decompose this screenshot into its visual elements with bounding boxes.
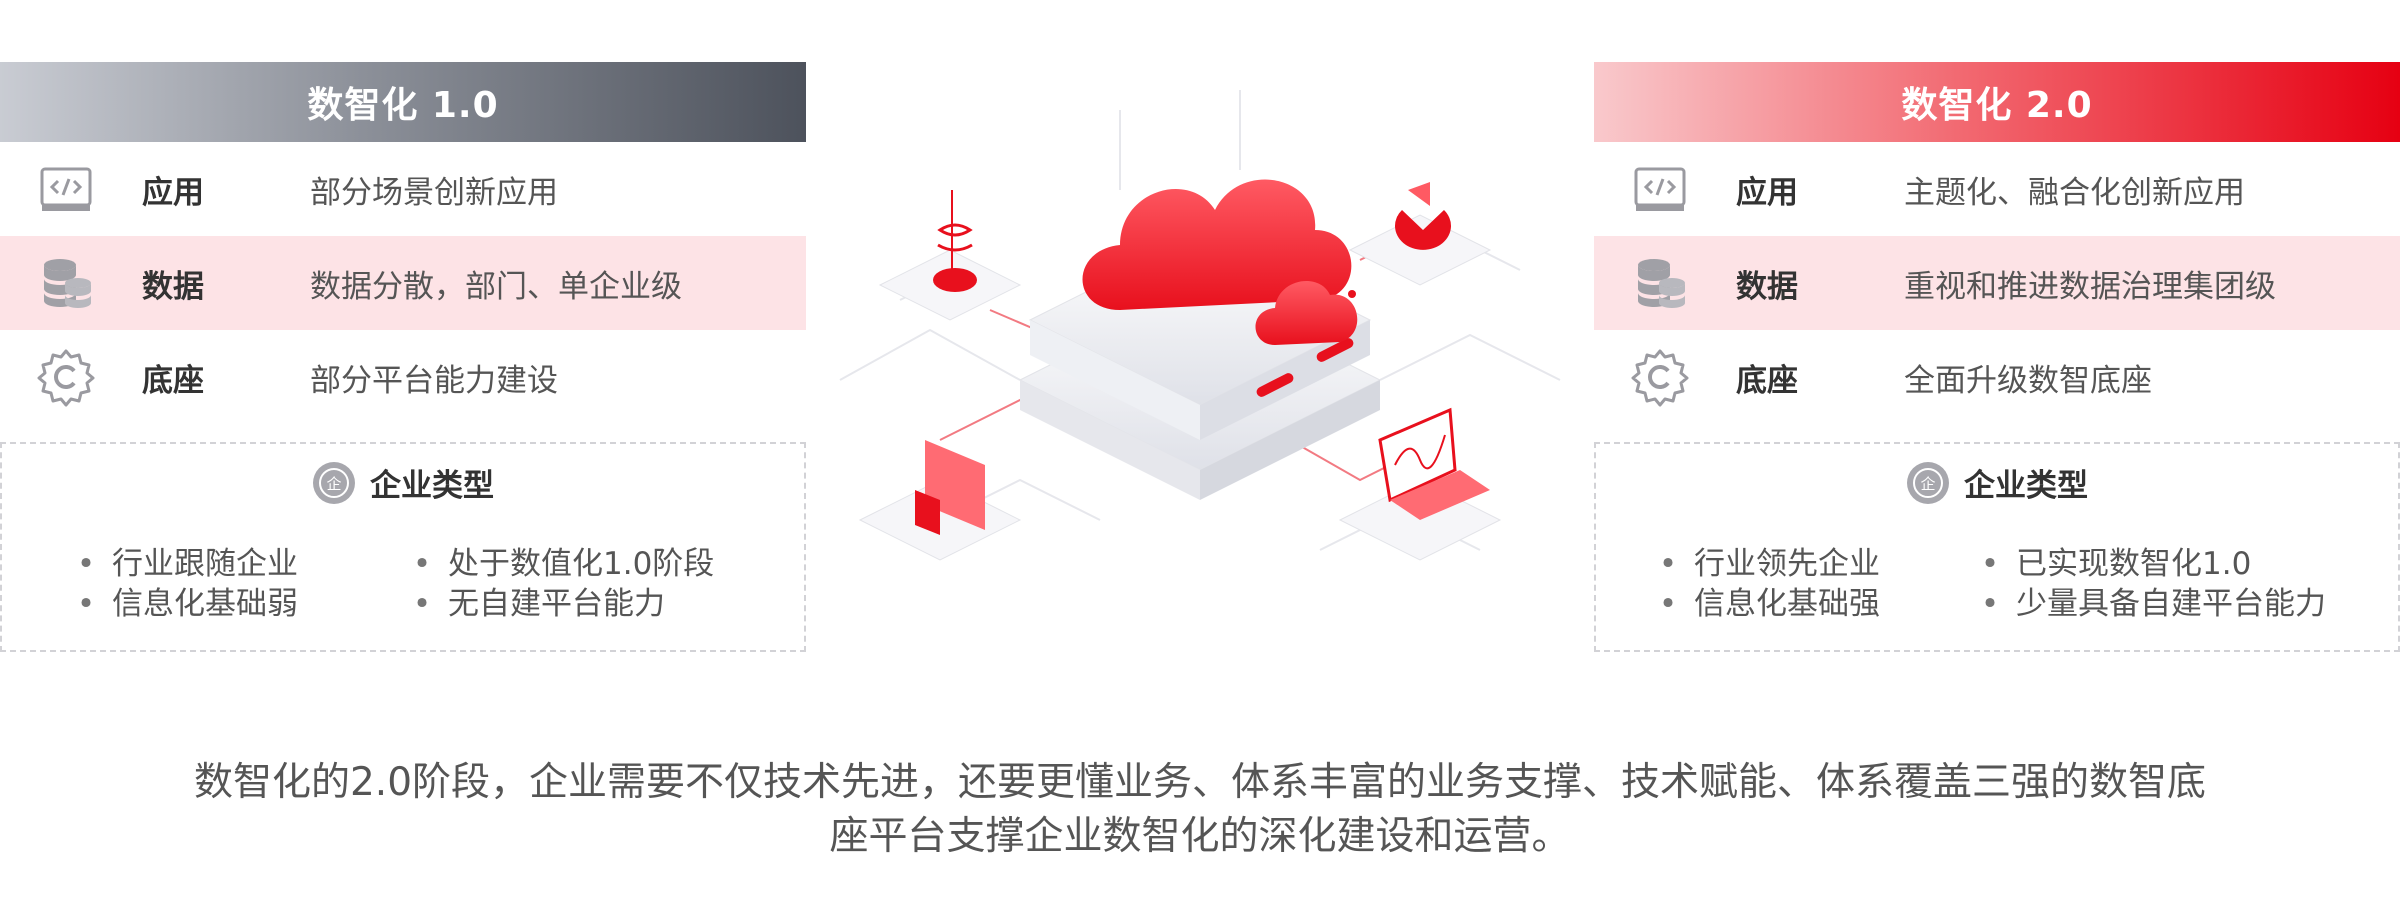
enterprise-type-label: 企业类型: [1964, 468, 2088, 504]
row-text: 主题化、融合化创新应用: [1904, 174, 2245, 211]
enterprise-type-box: 企 企业类型 行业领先企业 信息化基础强 已实现数智化1.0 少量具备自建平台能…: [1594, 442, 2400, 652]
row-foundation: 底座 部分平台能力建设: [0, 330, 806, 424]
bullet-item: 行业领先企业: [1646, 544, 1880, 584]
svg-text:企: 企: [326, 475, 341, 493]
gear-icon: [37, 349, 95, 407]
database-icon: [1638, 259, 1685, 308]
panel-title: 数智化 1.0: [0, 62, 806, 142]
bullet-item: 信息化基础强: [1646, 584, 1880, 624]
panel-title: 数智化 2.0: [1594, 62, 2400, 142]
cloud-platform-illustration: [839, 90, 1561, 561]
enterprise-type-title: 企 企业类型: [2, 460, 804, 505]
code-window-icon: [40, 167, 92, 211]
row-application: 应用 主题化、融合化创新应用: [1594, 142, 2400, 236]
row-text: 重视和推进数据治理集团级: [1904, 268, 2276, 305]
summary-text: 数智化的2.0阶段，企业需要不仅技术先进，还要更懂业务、体系丰富的业务支撑、技术…: [100, 756, 2300, 864]
database-icon: [44, 259, 91, 308]
row-text: 数据分散，部门、单企业级: [310, 268, 682, 305]
bullet-item: 无自建平台能力: [400, 584, 714, 624]
bullet-item: 少量具备自建平台能力: [1968, 584, 2326, 624]
row-label: 应用: [1736, 174, 1798, 211]
bullet-item: 信息化基础弱: [64, 584, 298, 624]
row-text: 全面升级数智底座: [1904, 362, 2152, 399]
enterprise-badge-icon: 企: [313, 461, 355, 504]
code-window-icon: [1634, 167, 1686, 211]
bullet-list: 行业跟随企业 信息化基础弱: [64, 544, 298, 624]
bullet-list: 已实现数智化1.0 少量具备自建平台能力: [1968, 544, 2326, 624]
bullet-list: 处于数值化1.0阶段 无自建平台能力: [400, 544, 714, 624]
row-label: 应用: [142, 174, 204, 211]
cloud-icon: [1082, 179, 1358, 345]
row-label: 底座: [1736, 362, 1798, 399]
row-application: 应用 部分场景创新应用: [0, 142, 806, 236]
row-label: 数据: [1736, 268, 1798, 305]
satellite-platforms: [858, 182, 1502, 561]
bullet-item: 已实现数智化1.0: [1968, 544, 2326, 584]
panel-digital-1: 数智化 1.0 应用 部分场景创新应用 数据 数据分散，部门、单企业级: [0, 62, 806, 652]
gear-icon: [1631, 349, 1689, 407]
row-foundation: 底座 全面升级数智底座: [1594, 330, 2400, 424]
svg-text:企: 企: [1920, 475, 1935, 493]
bullet-item: 行业跟随企业: [64, 544, 298, 584]
row-data: 数据 重视和推进数据治理集团级: [1594, 236, 2400, 330]
enterprise-type-label: 企业类型: [370, 468, 494, 504]
row-label: 底座: [142, 362, 204, 399]
bullet-list: 行业领先企业 信息化基础强: [1646, 544, 1880, 624]
row-text: 部分平台能力建设: [310, 362, 558, 399]
row-label: 数据: [142, 268, 204, 305]
bullet-item: 处于数值化1.0阶段: [400, 544, 714, 584]
panel-digital-2: 数智化 2.0 应用 主题化、融合化创新应用 数据 重视和推进数据治理集团级: [1594, 62, 2400, 652]
row-text: 部分场景创新应用: [310, 174, 558, 211]
enterprise-badge-icon: 企: [1907, 461, 1949, 504]
row-data: 数据 数据分散，部门、单企业级: [0, 236, 806, 330]
summary-line: 座平台支撑企业数智化的深化建设和运营。: [829, 814, 1571, 859]
enterprise-type-box: 企 企业类型 行业跟随企业 信息化基础弱 处于数值化1.0阶段 无自建平台能力: [0, 442, 806, 652]
enterprise-type-title: 企 企业类型: [1596, 460, 2398, 505]
summary-line: 数智化的2.0阶段，企业需要不仅技术先进，还要更懂业务、体系丰富的业务支撑、技术…: [193, 760, 2207, 805]
